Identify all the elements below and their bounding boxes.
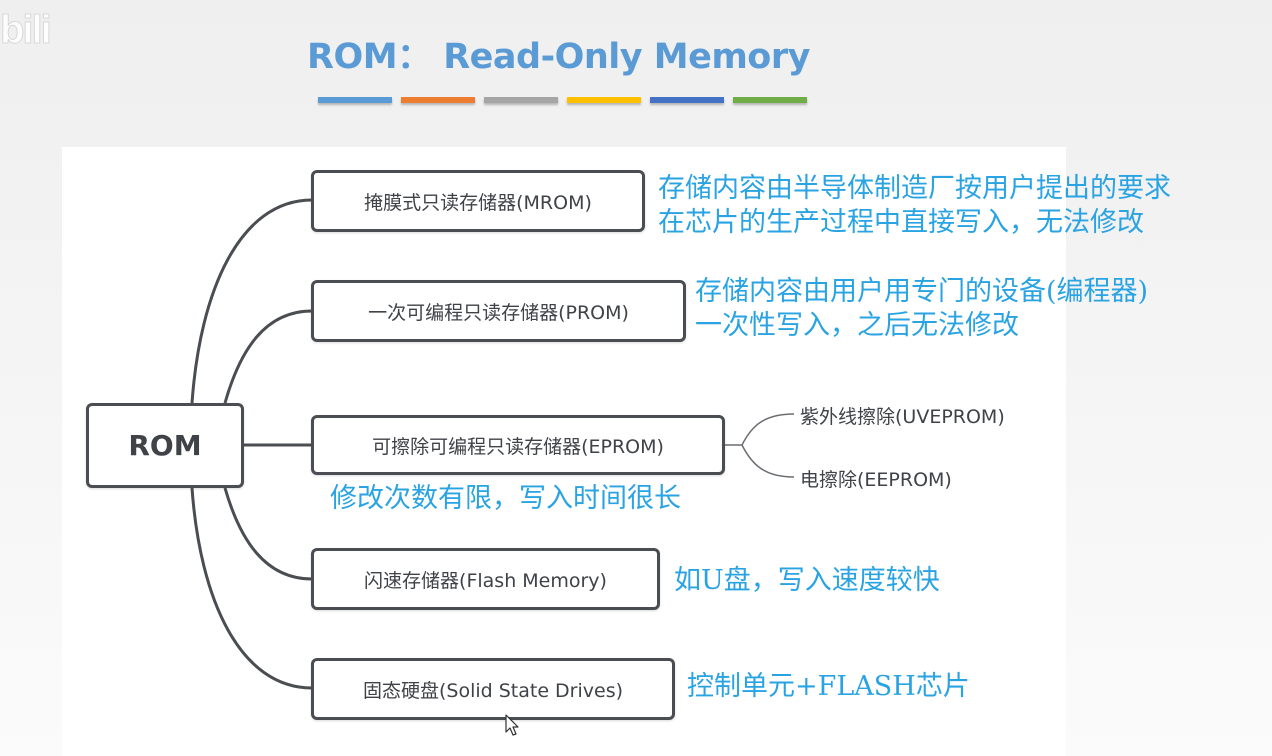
underline-bar-gray [484,97,558,103]
note-flash-memory: 如U盘，写入速度较快 [674,564,940,598]
connector-ssd [190,487,313,690]
connector-mrom [190,198,313,404]
mouse-cursor-icon [505,714,519,736]
note-prom-line-1: 存储内容由用户用专门的设备(编程器) [695,276,1149,307]
connector-uveprom [741,413,795,446]
note-mrom-line-1: 存储内容由半导体制造厂按用户提出的要求 [658,173,1171,204]
node-ssd: 固态硬盘(Solid State Drives) [311,658,675,720]
underline-bar-yellow [567,97,641,103]
note-flash-line-1: 如U盘，写入速度较快 [674,565,940,596]
connector-flash [223,487,313,581]
subnode-uveprom: 紫外线擦除(UVEPROM) [800,406,1005,428]
note-mrom: 存储内容由半导体制造厂按用户提出的要求 在芯片的生产过程中直接写入，无法修改 [658,172,1171,240]
node-flash-memory: 闪速存储器(Flash Memory) [311,548,660,610]
connector-eeprom [741,444,795,478]
title-underline-bars [318,97,807,103]
note-prom: 存储内容由用户用专门的设备(编程器) 一次性写入，之后无法修改 [695,275,1148,343]
node-mrom: 掩膜式只读存储器(MROM) [311,170,645,232]
watermark-logo: bili [0,8,52,53]
note-eprom: 修改次数有限，写入时间很长 [330,482,681,516]
note-ssd: 控制单元+FLASH芯片 [687,670,970,704]
node-prom: 一次可编程只读存储器(PROM) [311,280,686,342]
note-prom-line-2: 一次性写入，之后无法修改 [695,310,1019,341]
note-ssd-line-1: 控制单元+FLASH芯片 [687,671,970,702]
underline-bar-darkblue [650,97,724,103]
slide-title: ROM： Read-Only Memory [307,37,810,77]
subnode-eeprom: 电擦除(EEPROM) [800,469,952,491]
connector-prom [223,309,313,404]
underline-bar-orange [401,97,475,103]
root-node-rom: ROM [86,403,244,488]
node-eprom: 可擦除可编程只读存储器(EPROM) [311,415,725,475]
underline-bar-blue [318,97,392,103]
note-eprom-line-1: 修改次数有限，写入时间很长 [330,483,681,514]
underline-bar-green [733,97,807,103]
note-mrom-line-2: 在芯片的生产过程中直接写入，无法修改 [658,207,1144,238]
